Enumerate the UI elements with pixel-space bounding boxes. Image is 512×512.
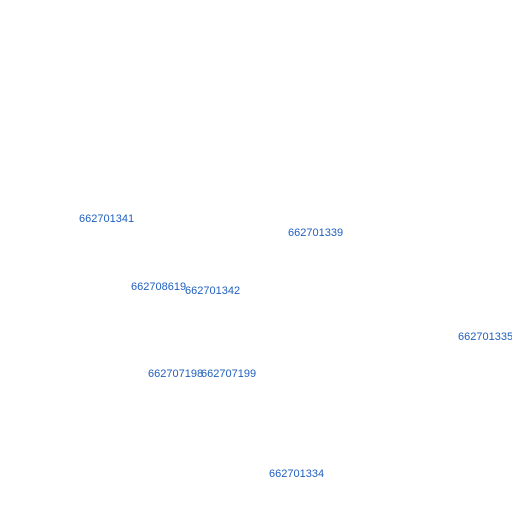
parcel-label[interactable]: 662701341 [79,213,135,225]
parcel-label[interactable]: 662701339 [288,227,344,239]
parcel-label[interactable]: 662701334 [269,468,325,480]
parcel-label[interactable]: 662707199 [201,368,257,380]
parcel-label[interactable]: 662701342 [185,285,241,297]
parcel-label[interactable]: 662708619 [131,281,187,293]
parcel-label[interactable]: 662701335 [458,331,512,343]
parcel-label[interactable]: 662707198 [148,368,204,380]
